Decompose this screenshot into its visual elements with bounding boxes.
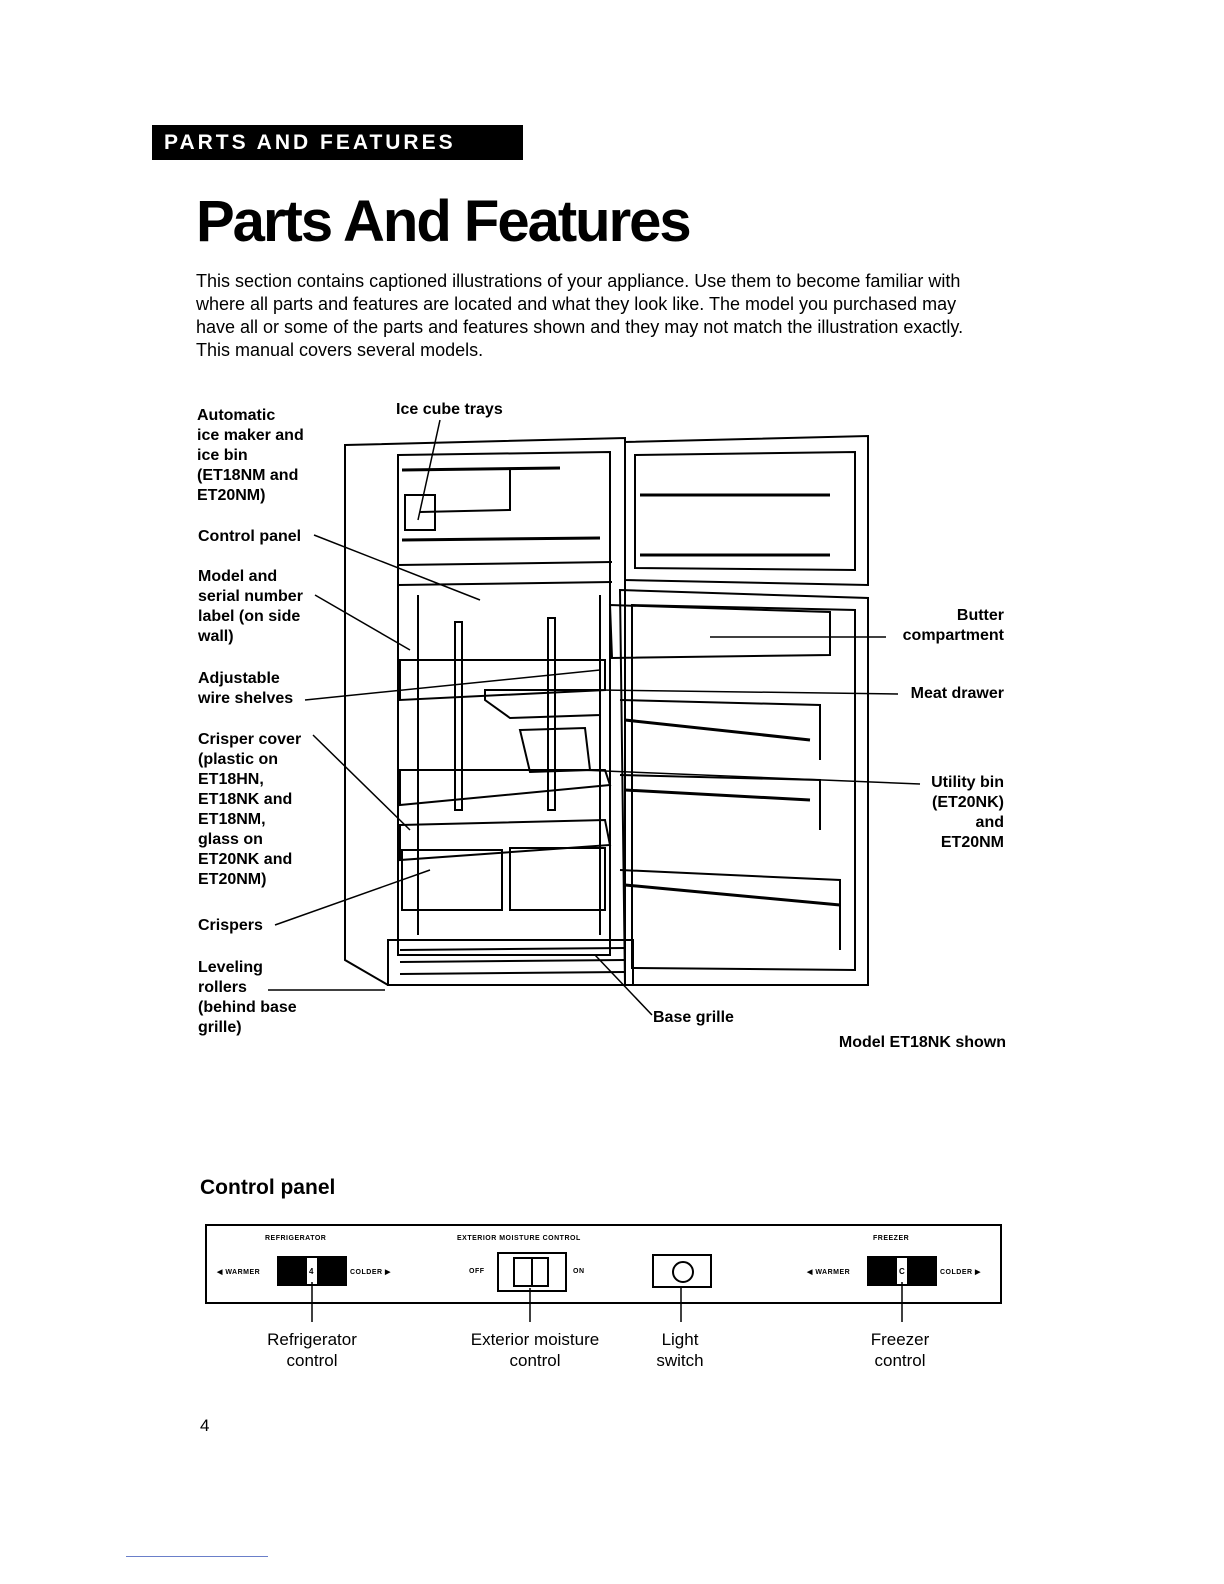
freezer-door — [624, 434, 869, 587]
label-utility-bin: Utility bin (ET20NK) and ET20NM — [931, 774, 1004, 851]
refrigerator-door — [618, 588, 869, 986]
freezer-warmer-label: ◀ WARMER — [807, 1269, 851, 1276]
label-ice-maker: Automatic ice maker and ice bin (ET18NM … — [197, 407, 304, 504]
control-panel-strip: REFRIGERATOR ◀ WARMER 4 COLDER ▶ EXTERIO… — [205, 1224, 1002, 1304]
freezer-heading: FREEZER — [873, 1235, 910, 1242]
refrigerator-heading: REFRIGERATOR — [265, 1235, 327, 1242]
ice-tray — [404, 494, 436, 531]
label-leveling-rollers: Leveling rollers (behind base grille) — [198, 959, 297, 1036]
caption-freezer-control: Freezer control — [870, 1330, 930, 1370]
control-panel-title: Control panel — [200, 1176, 336, 1199]
refrigerator-warmer-label: ◀ WARMER — [217, 1269, 261, 1276]
moisture-heading: EXTERIOR MOISTURE CONTROL — [457, 1235, 581, 1242]
freezer-setting: C — [899, 1267, 906, 1276]
page-number: 4 — [200, 1416, 210, 1435]
intro-paragraph: This section contains captioned illustra… — [196, 271, 964, 360]
leader-lines — [268, 419, 921, 1016]
light-switch-knob-icon — [672, 1261, 694, 1283]
refrigerator-setting: 4 — [309, 1267, 314, 1276]
label-control-panel: Control panel — [198, 528, 302, 545]
caption-moisture-control: Exterior moisture control — [470, 1330, 600, 1370]
wire-shelf-lower — [399, 769, 612, 807]
meat-drawer — [484, 689, 601, 720]
label-ice-cube-trays: Ice cube trays — [396, 401, 503, 418]
butter-compartment-shape — [608, 603, 831, 660]
moisture-on-label: ON — [573, 1268, 585, 1275]
page-title: Parts And Features — [196, 189, 692, 254]
caption-refrigerator-control: Refrigerator control — [267, 1330, 357, 1370]
moisture-control-switch[interactable] — [497, 1252, 567, 1292]
label-crisper-cover: Crisper cover (plastic on ET18HN, ET18NK… — [198, 731, 302, 888]
label-butter: Butter compartment — [902, 607, 1004, 644]
light-switch[interactable] — [652, 1254, 712, 1288]
refrigerator-colder-label: COLDER ▶ — [350, 1269, 391, 1276]
footer-rule — [126, 1556, 268, 1557]
caption-light-switch: Light switch — [656, 1330, 704, 1370]
label-meat-drawer: Meat drawer — [910, 685, 1004, 702]
crisper-right — [509, 847, 606, 911]
moisture-off-label: OFF — [469, 1268, 485, 1275]
freezer-control-slider[interactable]: C — [867, 1256, 937, 1286]
freezer-colder-label: COLDER ▶ — [940, 1269, 981, 1276]
label-model-shown: Model ET18NK shown — [838, 1034, 1006, 1051]
label-wire-shelves: Adjustable wire shelves — [198, 670, 294, 707]
label-model-serial: Model and serial number label (on side w… — [198, 568, 303, 645]
label-crispers: Crispers — [198, 917, 263, 934]
section-banner: PARTS AND FEATURES — [152, 125, 523, 160]
label-base-grille: Base grille — [653, 1009, 734, 1026]
